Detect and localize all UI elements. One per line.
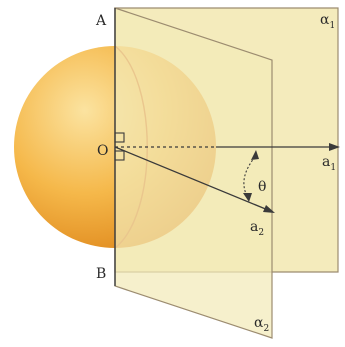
label-A: A [95,13,107,29]
label-alpha1: α1 [320,12,335,31]
label-B: B [96,266,106,282]
label-a2: a2 [250,219,264,238]
angle-theta-arrowhead-bottom [243,193,252,202]
ray-a2-arrowhead [263,205,275,213]
angle-theta-arrowhead-top [251,150,259,160]
angle-theta-arc [243,156,256,197]
label-theta: θ [258,179,266,195]
ray-a1-arrowhead [329,143,340,151]
plane-alpha2 [114,7,273,339]
label-O: O [97,143,108,159]
right-angle-marker-lower [114,150,125,161]
ray-a2 [114,146,269,211]
right-angle-marker-upper [114,132,125,143]
label-alpha2: α2 [254,315,269,334]
label-a1: a1 [322,154,336,173]
